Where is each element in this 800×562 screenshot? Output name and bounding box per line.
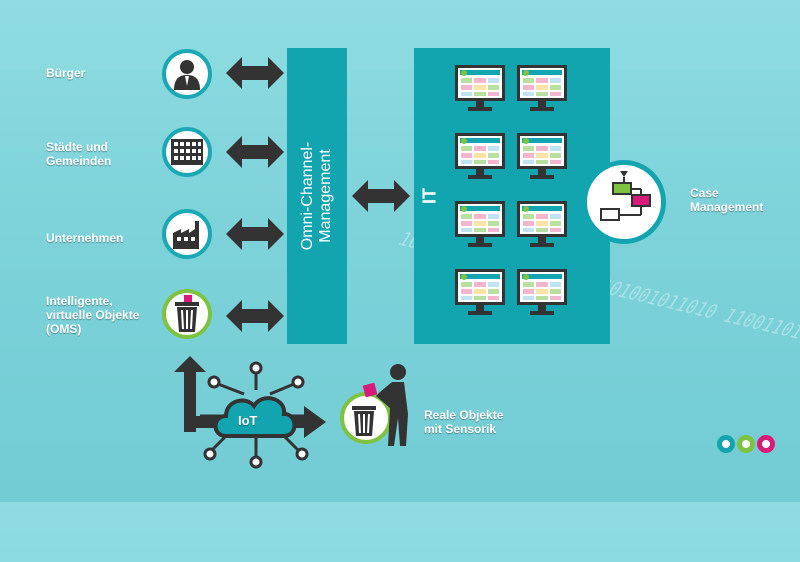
- double-arrow-buerger: [226, 57, 284, 89]
- omni-channel-label: Omni-Channel-Management: [299, 141, 334, 251]
- monitor-dashboard-icon: [516, 64, 568, 112]
- omni-channel-block: [287, 48, 347, 344]
- it-block: [414, 48, 610, 344]
- it-label: IT: [419, 188, 440, 204]
- double-arrow-staedte: [226, 136, 284, 168]
- building-icon: [162, 127, 212, 177]
- monitor-dashboard-icon: [454, 268, 506, 316]
- label-iot: IoT: [238, 413, 258, 428]
- brand-logo: [717, 435, 775, 453]
- double-arrow-unternehmen: [226, 218, 284, 250]
- cloud-network-icon: [174, 356, 326, 469]
- trash-bin-icon: [162, 289, 212, 339]
- person-icon: [162, 49, 212, 99]
- label-unternehmen: Unternehmen: [46, 231, 124, 245]
- double-arrow-intelligente: [226, 300, 284, 332]
- monitor-dashboard-icon: [454, 132, 506, 180]
- workflow-icon: [582, 160, 666, 244]
- double-arrow-omni-it: [352, 180, 410, 212]
- person-silhouette-icon: [362, 364, 408, 446]
- label-buerger: Bürger: [46, 66, 86, 80]
- monitor-dashboard-icon: [516, 200, 568, 248]
- monitor-dashboard-icon: [454, 200, 506, 248]
- factory-icon: [162, 209, 212, 259]
- monitor-dashboard-icon: [516, 268, 568, 316]
- monitor-dashboard-icon: [454, 64, 506, 112]
- monitor-dashboard-icon: [516, 132, 568, 180]
- label-intelligente: Intelligente,virtuelle Objekte(OMS): [46, 294, 140, 336]
